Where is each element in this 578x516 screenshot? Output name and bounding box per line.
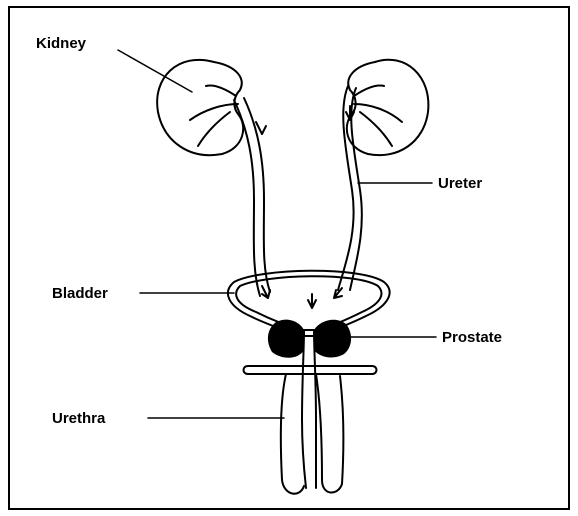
- label-kidney: Kidney: [36, 36, 86, 51]
- label-prostate: Prostate: [442, 330, 502, 345]
- label-urethra: Urethra: [52, 411, 105, 426]
- prostate-gland: [268, 320, 304, 358]
- urethra: [302, 330, 306, 488]
- left-shaft: [281, 374, 304, 494]
- right-renal-pelvis: [354, 85, 402, 146]
- pubic-bar: [244, 366, 377, 374]
- label-ureter: Ureter: [438, 176, 482, 191]
- label-bladder: Bladder: [52, 286, 108, 301]
- left-renal-pelvis: [190, 85, 238, 146]
